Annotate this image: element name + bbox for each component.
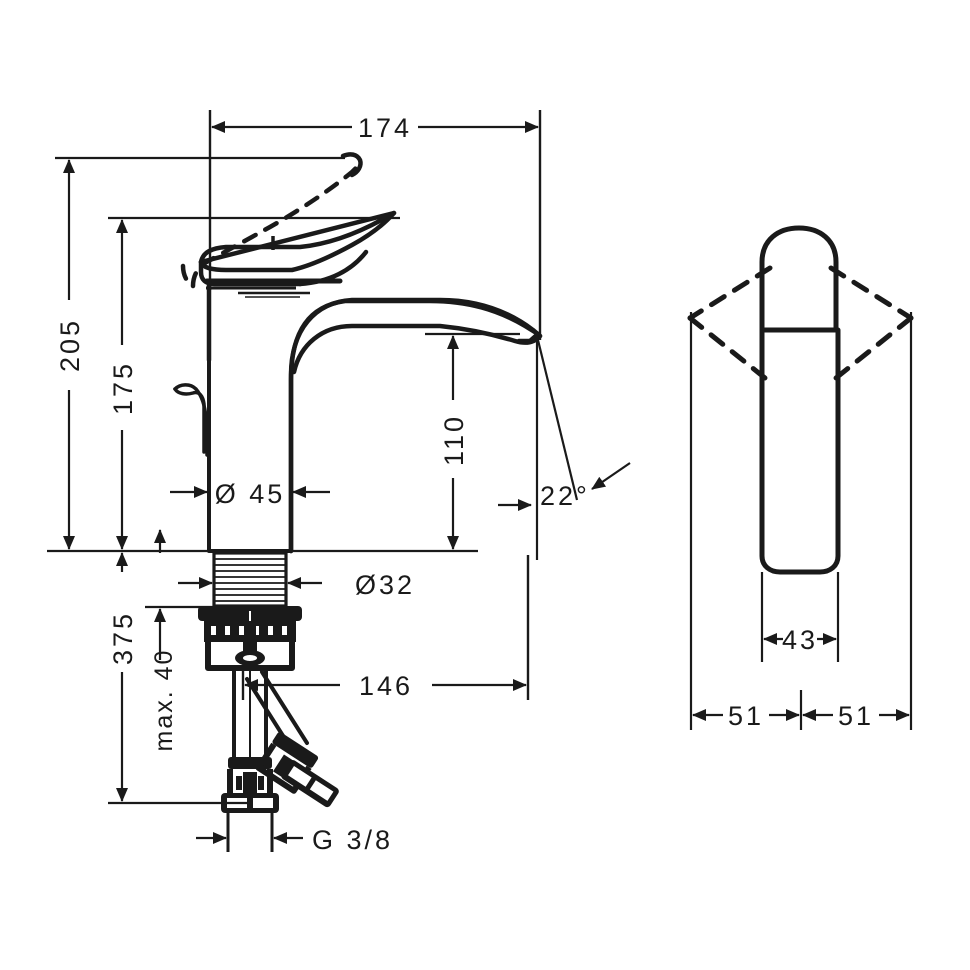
dimension-205 [47,156,478,553]
dimension-174 [208,110,542,340]
lever-handle-open-position-dashed [180,161,363,289]
dimension-label-51-right: 51 [838,701,874,731]
dimension-label-174: 174 [358,113,412,143]
dimension-label-max40: max. 40 [150,649,178,752]
front-handle-top [759,225,839,333]
dimension-51-51 [689,312,913,730]
mounting-hardware [198,606,302,671]
popup-waste-pull-rod [173,383,209,457]
dimension-label-dia32: Ø32 [355,570,415,600]
dimension-label-146: 146 [359,671,413,701]
side-elevation-view: 174 205 175 110 Ø 45 [47,110,631,855]
dimension-label-110: 110 [439,414,469,466]
dimension-110 [425,332,520,550]
swivel-right-upper [828,265,914,321]
dimension-175 [108,216,400,550]
lever-handle [198,210,397,287]
dimension-label-175: 175 [108,361,138,415]
swivel-right-lower [833,315,914,381]
dim-arrow-22-right [591,462,631,490]
dimension-label-51-left: 51 [728,701,764,731]
swivel-left-lower [687,315,768,381]
dimension-43 [760,572,840,662]
dimension-375 [108,552,250,805]
tail-pipe-g38 [226,813,274,852]
dimension-label-22: 22° [540,481,590,511]
dimension-146 [241,555,530,700]
dimension-max40 [145,529,248,660]
swivel-range-dashed [687,265,914,381]
lever-base-seam [206,282,310,298]
angled-hose-end-nut [281,760,339,808]
swivel-left-upper [687,265,773,321]
threaded-shank [212,551,288,608]
front-handle-lower [759,327,841,575]
lever-open-tip [340,152,363,178]
angle-leg-inclined [535,335,579,501]
dimension-angle-22 [498,335,631,560]
dimension-label-375: 375 [108,611,138,665]
dimension-label-43: 43 [782,625,818,655]
front-elevation-view: 43 51 51 [687,225,914,731]
dimension-label-dia45: Ø 45 [215,479,286,509]
dimension-label-g38: G 3/8 [312,825,393,855]
dimension-label-205: 205 [55,318,85,372]
